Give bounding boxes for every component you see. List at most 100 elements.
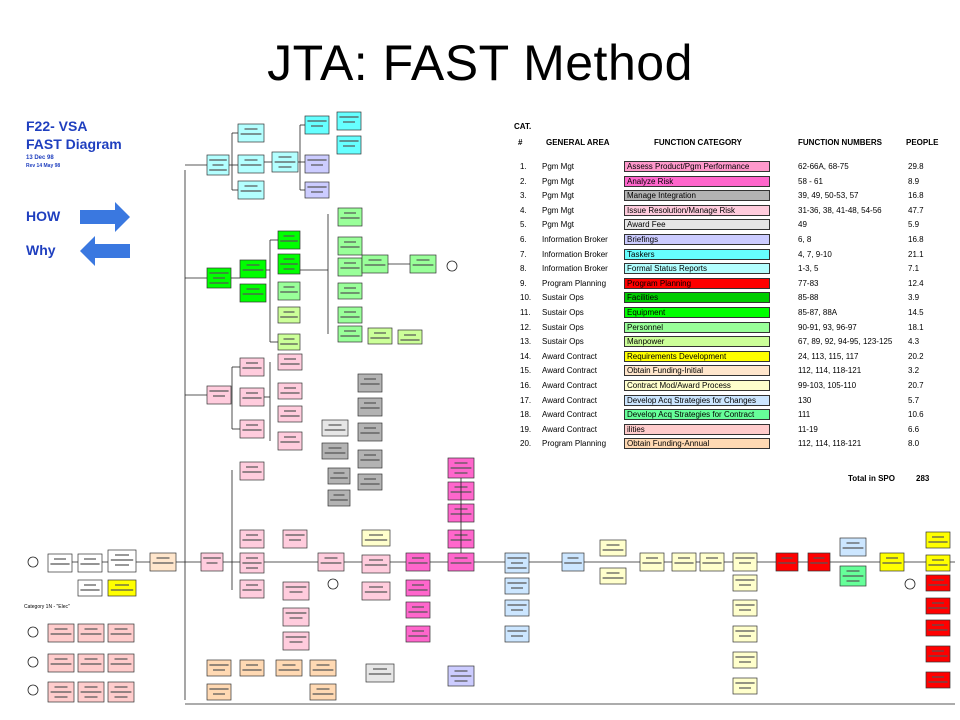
row-area: Sustair Ops [542,322,584,332]
row-people: 6.6 [908,424,920,434]
function-box [807,552,831,572]
function-box [357,449,383,469]
row-area: Information Broker [542,235,608,244]
function-box [107,549,137,573]
connector-circle [327,578,339,590]
function-box [239,579,265,599]
connector-circle [27,684,39,696]
row-numbers: 112, 114, 118-121 [798,366,862,376]
function-box [409,254,437,274]
row-area: Pgm Mgt [542,220,575,230]
row-number: 1. [520,162,527,171]
row-number: 9. [520,278,527,288]
header-cat: CAT. [514,122,532,131]
function-box [77,553,103,573]
row-number: 13. [520,337,532,347]
row-area: Pgm Mgt [542,176,575,186]
function-box [47,653,75,673]
function-box [447,552,475,572]
row-area: Sustair Ops [542,337,584,347]
function-box [304,115,330,135]
row-category: Contract Mod/Award Process [624,380,770,391]
legend-why: Why [26,242,56,258]
function-box [361,254,389,274]
row-number: 16. [520,381,532,390]
row-area: Sustair Ops [542,308,584,317]
row-area: Program Planning [542,278,607,288]
function-box [200,552,224,572]
row-people: 4.3 [908,337,920,347]
row-people: 5.7 [908,395,920,405]
function-box [237,180,265,200]
row-number: 15. [520,366,532,376]
row-category: Personnel [624,321,770,333]
function-box [239,461,265,481]
row-number: 12. [520,322,532,332]
function-box [357,422,383,442]
function-box [405,601,431,619]
row-category: Develop Acq Strategies for Changes [624,394,770,406]
function-box [239,283,267,303]
function-box [77,653,105,673]
row-category: Manpower [624,336,770,348]
function-box [357,397,383,417]
row-category: Obtain Funding-Initial [624,365,770,377]
function-box [77,579,103,597]
function-box [107,623,135,643]
function-box [239,419,265,439]
row-numbers: 62-66A, 68-75 [798,162,849,171]
function-box [277,431,303,451]
function-box [304,181,330,199]
function-box [321,419,349,437]
function-box [237,123,265,143]
function-box [732,625,758,643]
connector-circle [27,656,39,668]
function-box [237,154,265,174]
function-box [561,552,585,572]
function-box [282,607,310,627]
function-box [925,574,951,592]
row-people: 14.5 [908,308,924,317]
legend-date-2: Rev 14 May 98 [26,163,61,169]
function-box [206,385,232,405]
row-area: Award Contract [542,410,597,420]
row-numbers: 77-83 [798,278,819,288]
row-numbers: 58 - 61 [798,176,823,186]
row-people: 29.8 [908,162,924,171]
function-box [699,552,725,572]
row-people: 12.4 [908,278,924,288]
function-box [839,537,867,557]
function-box [337,207,363,227]
function-box [309,683,337,701]
row-category: Briefings [624,234,770,245]
row-category: Analyze Risk [624,175,770,187]
row-number: 14. [520,351,532,361]
row-area: Program Planning [542,439,607,449]
row-number: 3. [520,191,527,201]
function-box [327,489,351,507]
row-number: 2. [520,176,527,186]
row-people: 7.1 [908,264,920,274]
function-box [405,552,431,572]
function-box [732,552,758,572]
function-box [599,539,627,557]
function-box [732,677,758,695]
row-numbers: 67, 89, 92, 94-95, 123-125 [798,337,893,347]
row-numbers: 6, 8 [798,235,812,244]
function-box [337,306,363,324]
function-box [925,671,951,689]
function-box [282,581,310,601]
function-box [239,529,265,549]
function-box [361,529,391,547]
